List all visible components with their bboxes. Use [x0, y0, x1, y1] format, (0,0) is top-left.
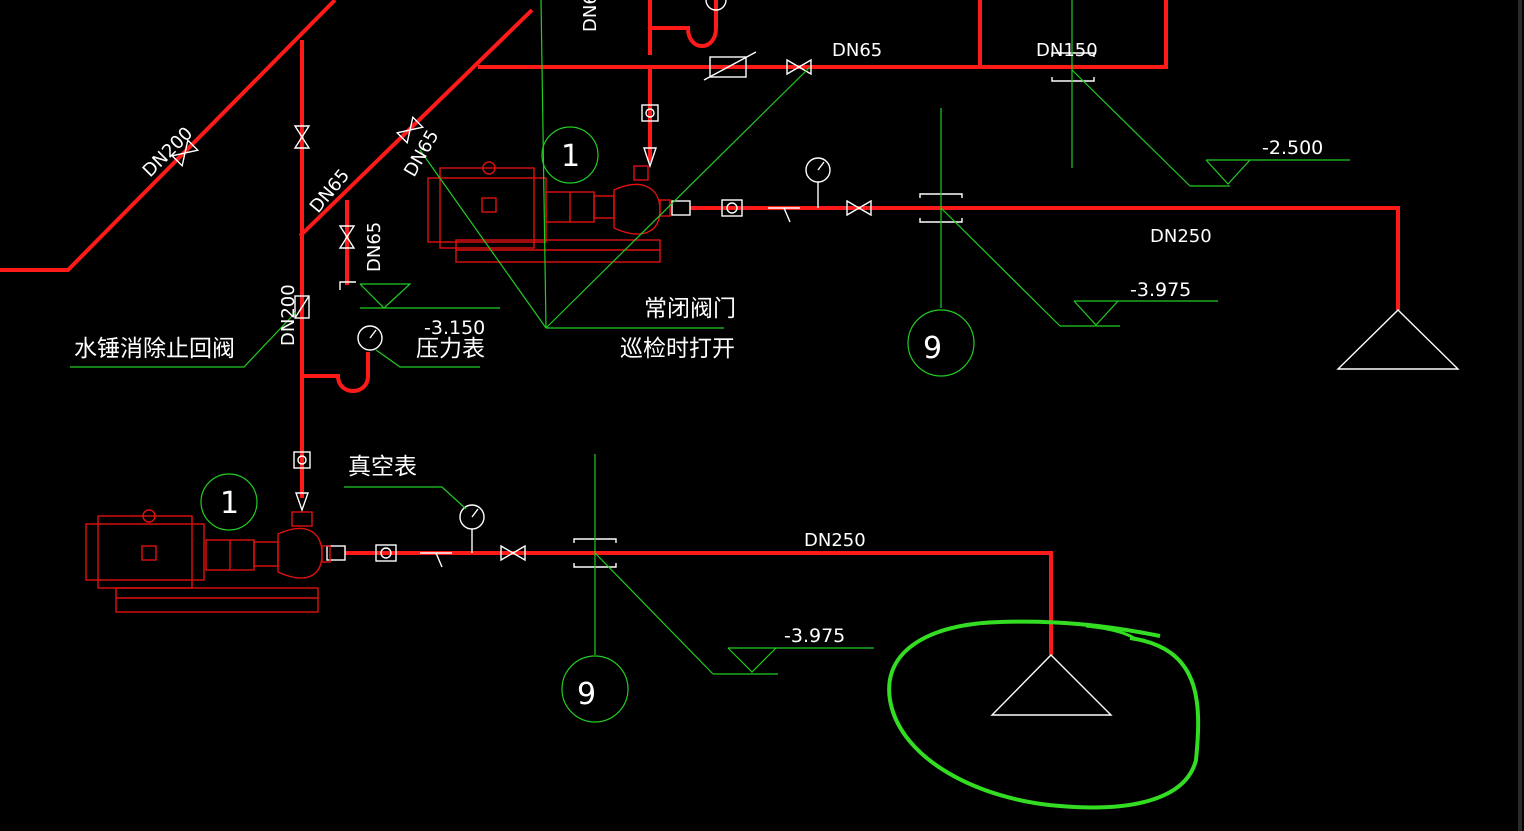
label-dn150: DN150: [1036, 40, 1098, 61]
top-check-valve[interactable]: [703, 51, 757, 81]
suction-header-pipe: [0, 0, 337, 272]
reviewer-markup-stroke: [1085, 624, 1135, 640]
label-dn65-top-vert: DN65: [580, 0, 601, 32]
leader-lines: [70, 0, 1350, 675]
gate-valve-dn65-branch[interactable]: [338, 225, 356, 249]
upper-suction-flex[interactable]: [721, 199, 743, 217]
dn65-diagonal-pipe: [298, 8, 534, 238]
upper-reducer[interactable]: [643, 147, 657, 169]
upper-butterfly-valve[interactable]: [768, 207, 800, 223]
text-labels: DN200 DN65 DN65 DN150 DN65 DN65 DN65 DN2…: [74, 0, 1323, 712]
level-lower: -3.975: [784, 625, 845, 647]
water-hammer-check-valve[interactable]: [294, 295, 310, 319]
detail-tag-upper: 9: [923, 331, 942, 366]
lower-butterfly-valve[interactable]: [420, 552, 452, 568]
detail-tag-lower: 9: [577, 677, 596, 712]
pressure-gauge-upper[interactable]: [805, 157, 831, 208]
gauges: [357, 0, 831, 553]
gauge-top[interactable]: [705, 0, 727, 11]
top-u-loop: [650, 0, 718, 48]
valves: [170, 51, 1095, 568]
label-inspection-note: 巡检时打开: [620, 336, 735, 362]
upper-suction-reducer[interactable]: [671, 200, 691, 216]
pump-tag-lower: 1: [220, 486, 239, 521]
detail-tag-circle-lower: [561, 655, 629, 723]
pump-tag-circle-lower: [200, 473, 258, 531]
pump-tag-circle-upper: [541, 126, 599, 184]
lower-dn250-pipe: [345, 551, 1053, 655]
pressure-gauge-main[interactable]: [357, 325, 383, 351]
gate-valve-vertical-upper[interactable]: [293, 125, 311, 149]
label-normally-closed-note: 常闭阀门: [644, 296, 736, 322]
suction-bell-lower: [990, 654, 1113, 716]
label-dn65-top-right: DN65: [832, 40, 882, 61]
label-pressure-gauge-note: 压力表: [416, 336, 485, 362]
label-vacuum-gauge-note: 真空表: [348, 454, 417, 480]
lower-suction-reducer[interactable]: [326, 545, 346, 561]
label-check-valve-note: 水锤消除止回阀: [74, 336, 235, 362]
gauge-u-loop: [302, 352, 370, 393]
gate-valve-dn65-diag[interactable]: [395, 115, 425, 145]
label-dn250-lower: DN250: [804, 530, 866, 551]
reviewer-markup-circle: [887, 619, 1201, 810]
upper-flex-joint[interactable]: [641, 104, 659, 122]
gate-valve-dn200-diag[interactable]: [170, 138, 200, 168]
vacuum-gauge-lower[interactable]: [459, 504, 485, 553]
top-wall-sleeve: [1051, 52, 1095, 82]
pump-tag-upper: 1: [561, 139, 580, 174]
detail-tag-circle-upper: [907, 309, 975, 377]
suction-bell-upper: [1336, 309, 1460, 370]
flexible-joint-main[interactable]: [293, 451, 311, 469]
lower-suction-flex[interactable]: [375, 544, 397, 562]
top-gate-valve[interactable]: [786, 58, 812, 76]
upper-dn250-pipe: [690, 206, 1400, 310]
upper-suction-gate[interactable]: [846, 199, 872, 217]
drain-cap: [339, 281, 356, 290]
label-dn250-upper: DN250: [1150, 226, 1212, 247]
level-upper-right: -2.500: [1262, 137, 1323, 159]
label-dn200-vert: DN200: [278, 284, 299, 346]
label-dn65-drain: DN65: [364, 222, 385, 272]
level-mid: -3.975: [1130, 279, 1191, 301]
reducer-lower-pump[interactable]: [295, 492, 309, 513]
pump-lower[interactable]: [85, 509, 331, 613]
lower-suction-gate[interactable]: [500, 544, 526, 562]
pump-upper[interactable]: [427, 161, 671, 263]
level-left: -3.150: [424, 317, 485, 339]
